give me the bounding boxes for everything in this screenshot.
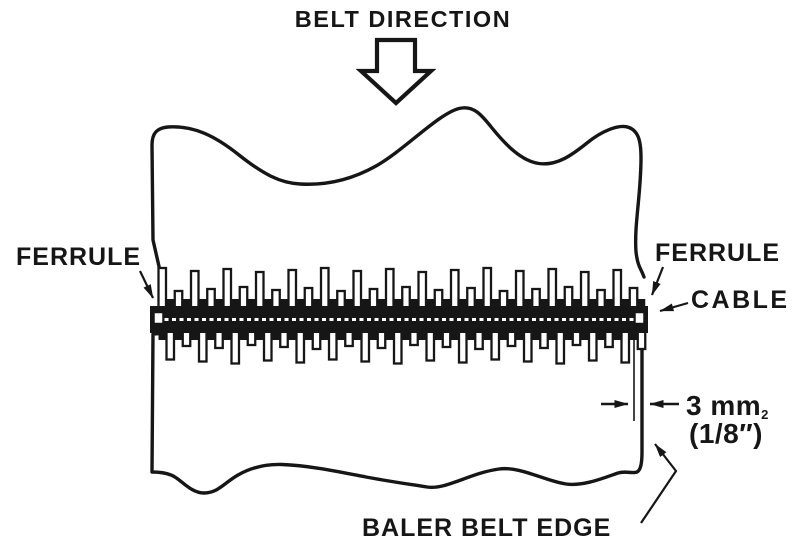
lacing-hook-stub (345, 299, 353, 307)
lacing-hook-stub (532, 332, 540, 340)
lacing-hook-stub (166, 299, 174, 307)
lacing-hook-stub (288, 332, 296, 340)
lacing-hook-stub (369, 332, 378, 340)
ferrule-end-right (634, 311, 645, 325)
lacing-hook-stub (475, 299, 483, 307)
lacing-hook-stub (215, 299, 223, 307)
lacing-hook-stub (337, 332, 345, 340)
lacing-hook-stub (434, 332, 443, 340)
lacing-hook-stub (507, 299, 516, 307)
lacing-hook-stub (451, 332, 459, 340)
ferrule-right-leader (650, 266, 665, 296)
top-belt-outline (150, 106, 646, 286)
lacing-hook-stub (540, 299, 548, 307)
lacing-hook-stub (426, 299, 434, 307)
lacing-hook-stub (353, 332, 361, 340)
lacing-hook-stub (556, 299, 564, 307)
lacing-hook-stub (564, 332, 573, 340)
lacing-hook-stub (605, 299, 613, 307)
lacing-hook-stub (272, 332, 280, 340)
lacing-hook-stub (613, 332, 621, 340)
bottom-belt-outline (150, 331, 644, 495)
lacing-hook-stub (637, 299, 646, 307)
lacing-hook-stub (581, 332, 589, 340)
down-arrow-icon (355, 37, 437, 106)
belt-direction-label: BELT DIRECTION (295, 6, 511, 32)
lacing-hook-stub (597, 332, 605, 340)
lacing-hook-stub (191, 332, 199, 340)
lacing-hook-stub (304, 332, 313, 340)
lacing-hook-stub (207, 332, 215, 340)
lacing-hook-stub (516, 332, 524, 340)
lacing-hook-stub (361, 299, 369, 307)
lacing-hook-stub (296, 299, 304, 307)
lacing-hook-stub (199, 299, 207, 307)
lacing-hook-stub (394, 299, 402, 307)
dimension-footnote-mark: 2 (761, 407, 769, 422)
lacing-hook-stub (524, 299, 532, 307)
lacing-hook-stub (442, 299, 451, 307)
cable-label: CABLE (691, 286, 790, 314)
dimension-metric-label: 3 mm2 (686, 390, 769, 422)
lacing-hook-stub (402, 332, 410, 340)
lacing-hook-stub (467, 332, 475, 340)
lacing-hook-stub (410, 299, 418, 307)
lacing-hook-stub (377, 299, 386, 307)
lacing-hook-stub (174, 332, 183, 340)
lacing-hook-stub (280, 299, 288, 307)
dimension-imperial-label: (1/8″) (689, 418, 763, 449)
lacing-hook-stub (158, 332, 166, 340)
lacing-hook-stub (247, 299, 256, 307)
lacing-hook-stub (621, 299, 629, 307)
lacing-hook-stub (223, 332, 231, 340)
lacing-hook-stub (548, 332, 556, 340)
lacing-hook-stub (329, 299, 337, 307)
ferrule-left-label: FERRULE (16, 243, 141, 271)
ferrule-left-leader (139, 270, 154, 299)
ferrule-end-left (153, 311, 164, 325)
lacing-hook-stub (256, 332, 264, 340)
lacing-hook-stub (182, 299, 191, 307)
lacing-hook-stub (491, 299, 499, 307)
lacing-hook-stub (459, 299, 467, 307)
belt-edge-leader (640, 443, 678, 524)
lacing-hook-stub (321, 332, 329, 340)
dimension-metric-value: 3 mm (686, 390, 761, 421)
lacing-hook-stub (386, 332, 394, 340)
lacing-hook-stub (589, 299, 597, 307)
cable-leader (659, 301, 689, 313)
lacing-hook-stub (418, 332, 426, 340)
lacing-hook-stub (499, 332, 508, 340)
lacing-hook-stub (264, 299, 272, 307)
belt-edge-label: BALER BELT EDGE (362, 514, 611, 542)
lacing-hook-stub (483, 332, 491, 340)
lacing-hook-stub (231, 299, 239, 307)
lacing-hook-stub (239, 332, 248, 340)
lacing-hook-stub (572, 299, 581, 307)
ferrule-right-label: FERRULE (655, 239, 780, 267)
lacing-hook-stub (312, 299, 321, 307)
